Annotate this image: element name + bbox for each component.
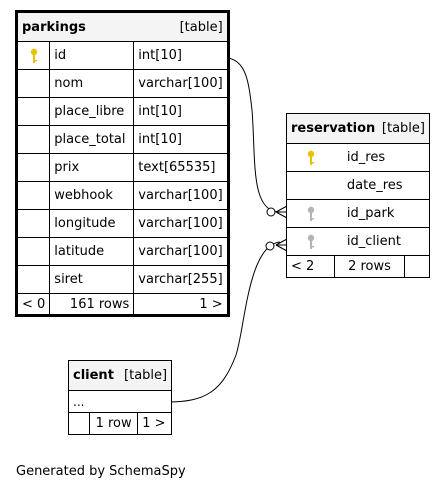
generated-by-caption: Generated by SchemaSpy <box>16 464 186 479</box>
table-client[interactable]: client [table] ... 1 row 1 > <box>67 360 173 435</box>
children-count[interactable] <box>68 412 90 435</box>
column-type: varchar[100] <box>133 237 229 266</box>
column-row[interactable]: siret varchar[255] <box>15 265 229 294</box>
table-type-label: [table] <box>381 121 425 136</box>
column-row[interactable]: prix text[65535] <box>15 153 229 182</box>
column-name: id <box>49 41 135 70</box>
children-count[interactable]: < 2 <box>285 255 336 278</box>
column-name: prix <box>49 153 135 182</box>
column-name: date_res <box>334 171 430 200</box>
column-row[interactable]: place_libre int[10] <box>15 97 229 126</box>
column-row[interactable]: date_res <box>285 171 430 200</box>
table-type-label: [table] <box>124 368 168 383</box>
column-row[interactable]: id int[10] <box>15 41 229 70</box>
parents-count[interactable]: 1 > <box>133 293 229 316</box>
children-count[interactable]: < 0 <box>15 293 51 316</box>
column-type: varchar[255] <box>133 265 229 294</box>
key-cell <box>15 181 51 210</box>
column-name: longitude <box>49 209 135 238</box>
table-footer: 1 row 1 > <box>68 412 173 435</box>
key-cell <box>285 171 335 200</box>
column-name: nom <box>49 69 135 98</box>
key-cell <box>15 125 51 154</box>
table-footer: < 2 2 rows <box>285 255 431 278</box>
column-row[interactable]: latitude varchar[100] <box>15 237 229 266</box>
column-row[interactable]: place_total int[10] <box>15 125 229 154</box>
row-count: 1 row <box>88 412 139 435</box>
crowfoot-id-client <box>265 238 288 252</box>
key-cell <box>15 69 51 98</box>
column-row[interactable]: nom varchar[100] <box>15 69 229 98</box>
column-name: id_park <box>334 199 430 228</box>
column-name: id_res <box>334 143 430 172</box>
foreign-key-icon <box>307 234 315 249</box>
column-name: place_libre <box>49 97 135 126</box>
column-row[interactable]: webhook varchar[100] <box>15 181 229 210</box>
key-cell <box>285 199 335 228</box>
crowfoot-id-park <box>266 205 288 219</box>
table-name: reservation <box>291 121 376 136</box>
table-name: client <box>73 368 114 383</box>
parents-count[interactable] <box>403 255 431 278</box>
table-parkings[interactable]: parkings [table] id int[10] nom varchar[… <box>15 10 230 317</box>
row-count: 161 rows <box>49 293 135 316</box>
primary-key-icon <box>30 48 37 63</box>
table-type-label: [table] <box>179 19 223 35</box>
column-row[interactable]: longitude varchar[100] <box>15 209 229 238</box>
key-cell <box>15 265 51 294</box>
column-type: int[10] <box>133 97 229 126</box>
table-header: client [table] <box>67 360 173 391</box>
column-row[interactable]: id_res <box>285 143 430 172</box>
key-cell <box>15 41 51 70</box>
column-row[interactable]: id_park <box>285 199 430 228</box>
key-cell <box>285 143 335 172</box>
primary-key-icon <box>307 150 315 165</box>
column-row[interactable]: id_client <box>285 227 430 256</box>
table-footer: < 0 161 rows 1 > <box>15 293 229 316</box>
key-cell <box>15 237 51 266</box>
column-name: latitude <box>49 237 135 266</box>
column-name: place_total <box>49 125 135 154</box>
column-type: int[10] <box>133 41 229 70</box>
key-cell <box>15 97 51 126</box>
key-cell <box>15 153 51 182</box>
table-header: parkings [table] <box>16 11 229 42</box>
table-name: parkings <box>22 19 86 35</box>
table-header: reservation [table] <box>286 113 430 144</box>
columns-placeholder: ... <box>67 390 173 413</box>
column-type: int[10] <box>133 125 229 154</box>
table-reservation[interactable]: reservation [table] id_res date_res id_p… <box>285 113 431 278</box>
column-type: varchar[100] <box>133 69 229 98</box>
key-cell <box>285 227 335 256</box>
row-count: 2 rows <box>334 255 405 278</box>
parents-count[interactable]: 1 > <box>137 412 173 435</box>
column-type: varchar[100] <box>133 209 229 238</box>
column-type: text[65535] <box>133 153 229 182</box>
foreign-key-icon <box>307 206 315 221</box>
column-name: id_client <box>334 227 430 256</box>
column-type: varchar[100] <box>133 181 229 210</box>
column-name: webhook <box>49 181 135 210</box>
column-name: siret <box>49 265 135 294</box>
column-row[interactable]: ... <box>67 390 173 413</box>
key-cell <box>15 209 51 238</box>
